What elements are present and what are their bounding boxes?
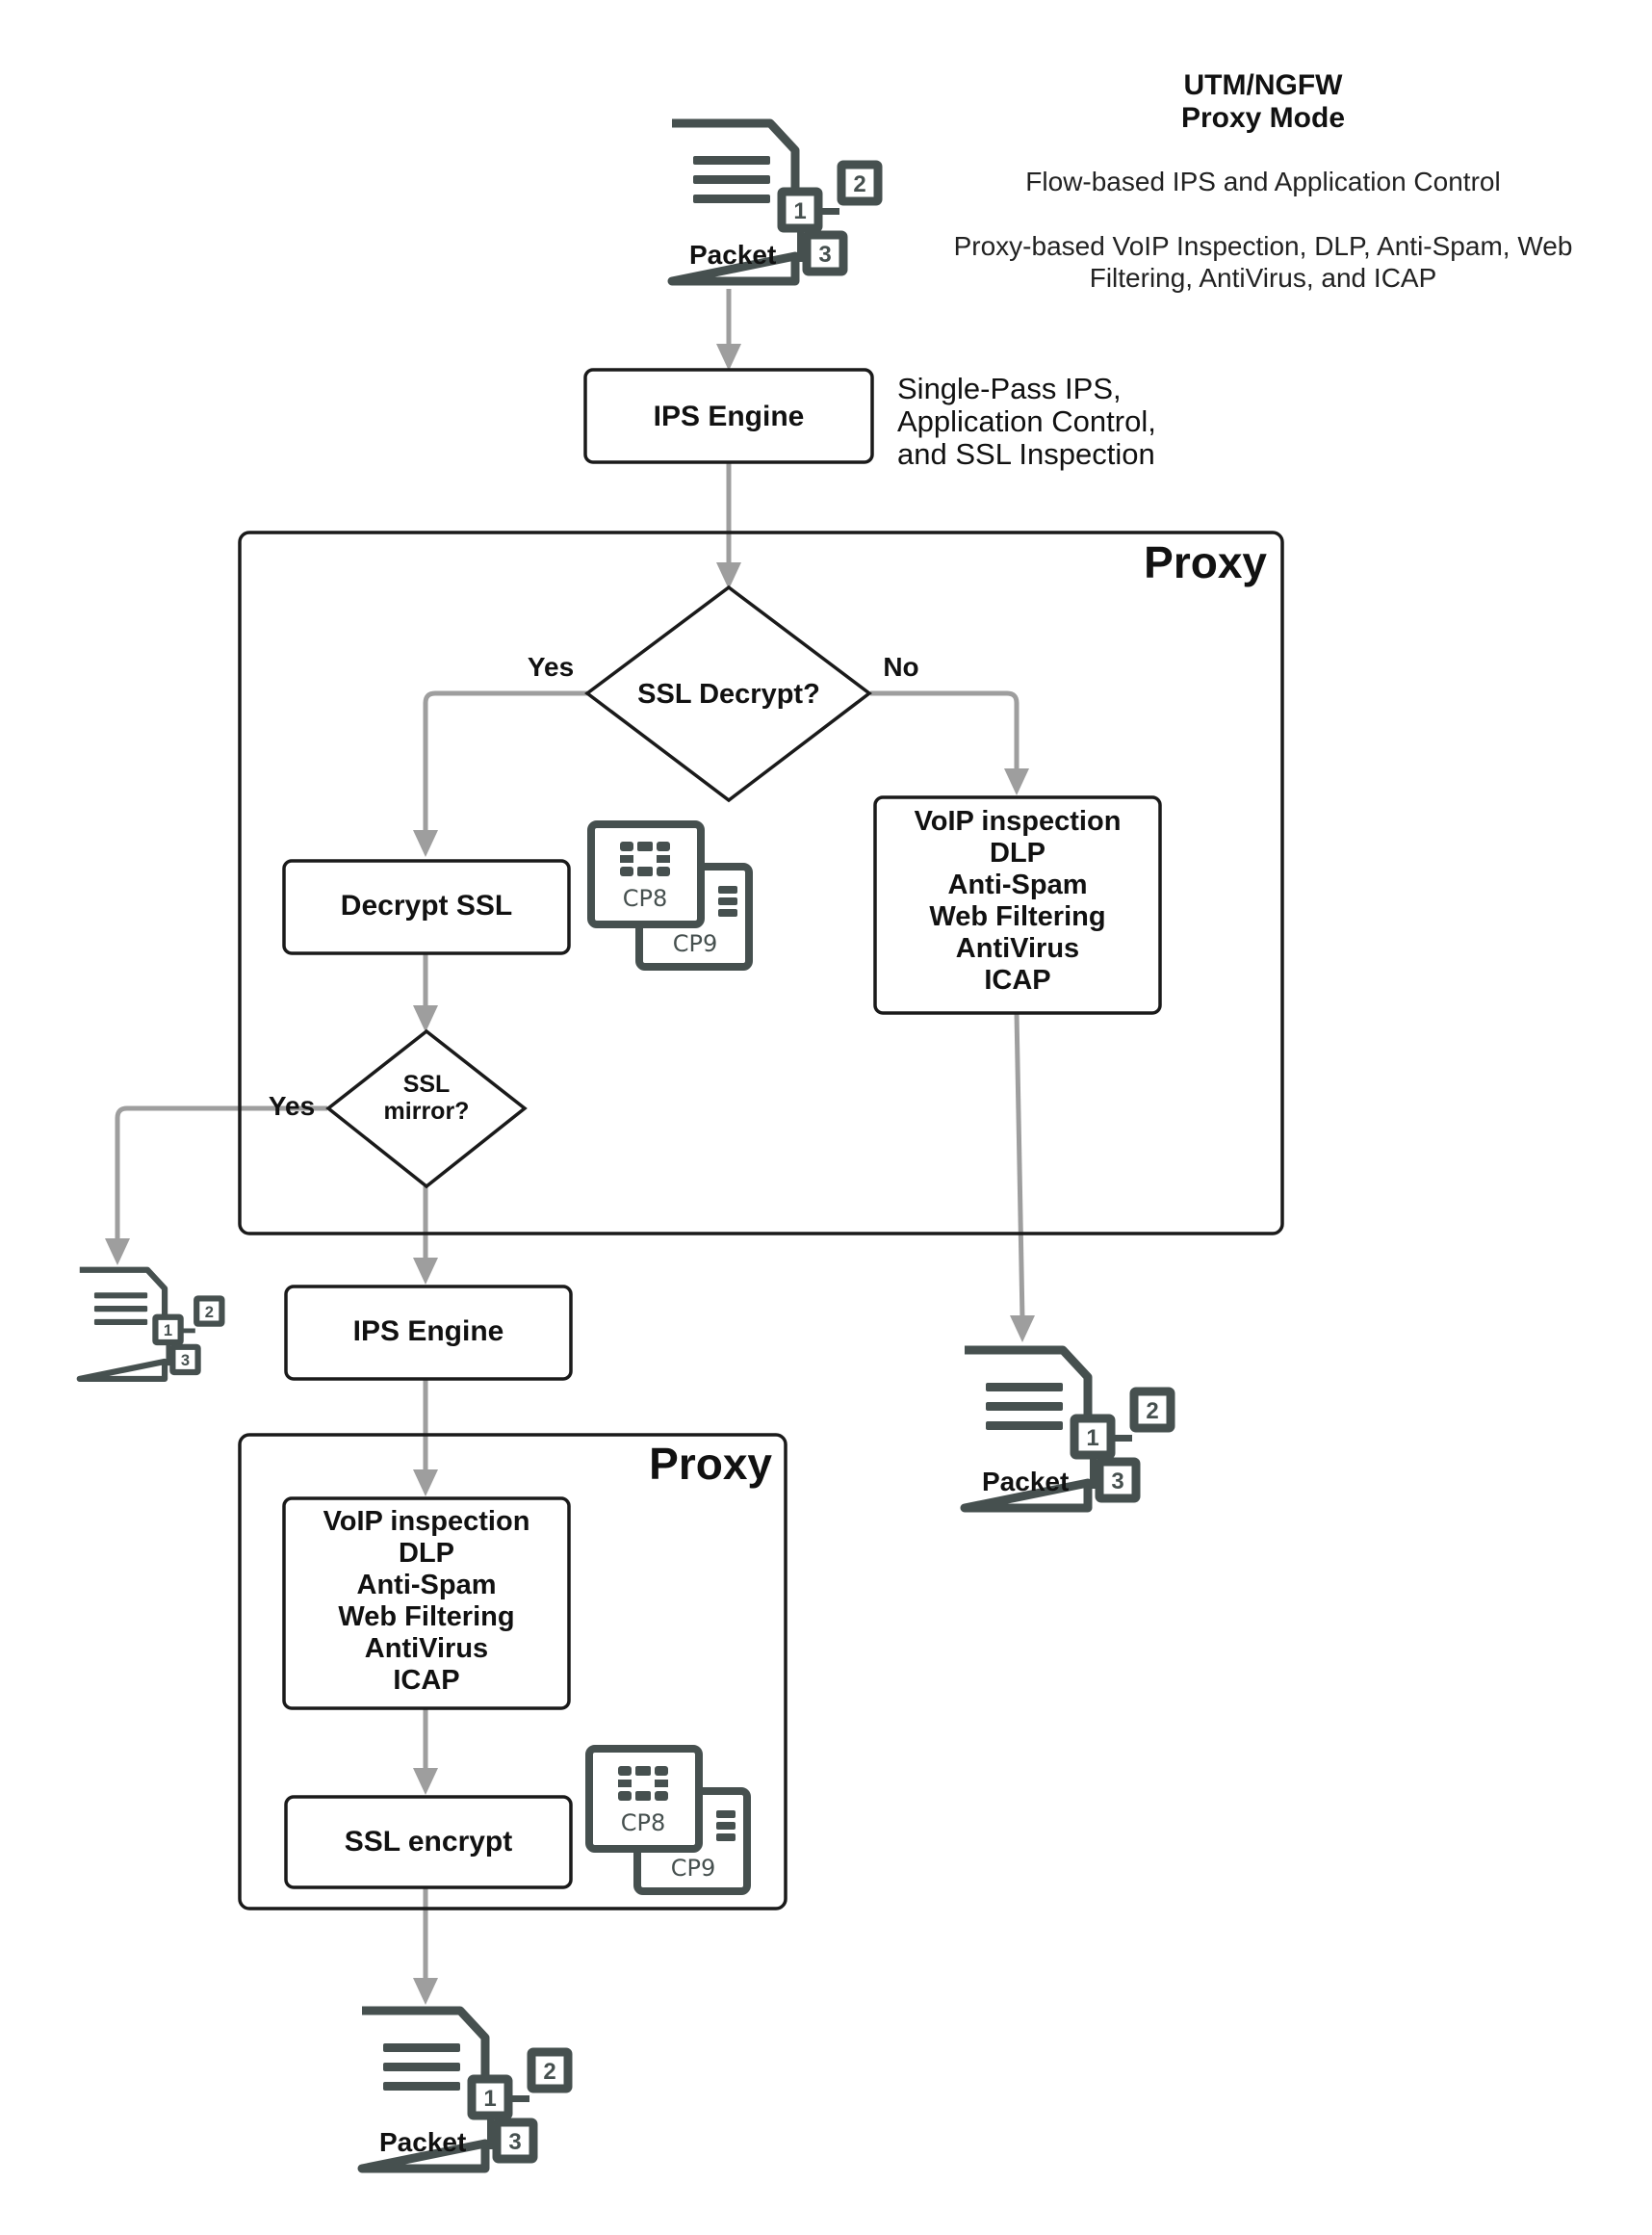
ips-engine-box <box>583 368 874 464</box>
mirror-yes-label: Yes <box>269 1091 315 1121</box>
inspection-item: AntiVirus <box>956 933 1079 964</box>
inspection-item: DLP <box>399 1538 454 1569</box>
no-branch-label: No <box>883 652 918 682</box>
title-line-1: UTM/NGFW <box>1184 69 1344 101</box>
chip-cp8-label: CP8 <box>623 885 668 912</box>
arrowhead <box>413 1005 438 1032</box>
packet-label: Packet <box>689 240 776 270</box>
proxy-inner-frame <box>238 1433 787 1910</box>
inspection-list-right: VoIP inspection DLP Anti-Spam Web Filter… <box>915 806 1122 996</box>
decrypt-ssl-label: Decrypt SSL <box>341 890 512 922</box>
packet-icon-bottom: Packet 1 2 3 <box>362 2011 568 2169</box>
inspection-item: DLP <box>990 838 1045 869</box>
ssl-mirror-decision <box>325 1028 528 1189</box>
connector-yes-to-decrypt <box>423 690 587 836</box>
ips-engine-note-line-3: and SSL Inspection <box>897 437 1155 471</box>
packet-badge-3: 3 <box>818 242 831 268</box>
packet-badge-3: 3 <box>181 1351 190 1369</box>
header: UTM/NGFW Proxy Mode Flow-based IPS and A… <box>954 69 1573 293</box>
inspection-item: AntiVirus <box>365 1633 488 1664</box>
ssl-encrypt-label: SSL encrypt <box>345 1826 513 1858</box>
connector-mirror-to-copy <box>115 1105 327 1242</box>
inspection-item: Web Filtering <box>338 1601 514 1632</box>
arrowhead <box>413 1768 438 1795</box>
title-line-2: Proxy Mode <box>1181 102 1345 134</box>
ips-engine-label: IPS Engine <box>654 401 805 432</box>
packet-label: Packet <box>982 1467 1069 1496</box>
ips-engine-top: IPS Engine Single-Pass IPS, Application … <box>583 368 1156 471</box>
decrypt-ssl-box <box>282 859 571 955</box>
chip-cp9-label: CP9 <box>673 930 718 957</box>
ips-engine-note-line-2: Application Control, <box>897 404 1156 438</box>
proxy-note-line-1: Proxy-based VoIP Inspection, DLP, Anti-S… <box>954 231 1573 261</box>
inspection-box-inner <box>282 1496 571 1710</box>
packet-badge-1: 1 <box>793 198 806 224</box>
arrowhead <box>1004 768 1029 795</box>
proxy-outer-frame <box>238 531 1284 1235</box>
packet-badge-2: 2 <box>1146 1398 1158 1424</box>
proxy-note-line-2: Filtering, AntiVirus, and ICAP <box>1090 263 1437 293</box>
flow-connectors <box>105 289 1035 2005</box>
packet-badge-1: 1 <box>1086 1425 1098 1451</box>
proxy-outer: Proxy SSL Decrypt? Yes No Decrypt SSL CP… <box>238 531 1284 1235</box>
packet-icon-mirror: 1 2 3 <box>80 1270 222 1379</box>
connector-no-to-inspection <box>870 690 1020 772</box>
packet-icon-top: Packet 1 2 3 <box>672 123 878 281</box>
proxy-inner: Proxy VoIP inspection DLP Anti-Spam Web … <box>238 1433 787 1910</box>
ssl-decrypt-label: SSL Decrypt? <box>637 679 820 710</box>
ssl-decrypt-decision <box>584 585 872 803</box>
ssl-mirror-label-line-2: mirror? <box>384 1098 470 1125</box>
flow-note: Flow-based IPS and Application Control <box>1025 167 1500 196</box>
arrowhead <box>716 344 741 371</box>
arrowhead <box>413 1469 438 1496</box>
ssl-encrypt-box <box>284 1795 573 1889</box>
proxy-outer-label: Proxy <box>1144 537 1267 587</box>
packet-badge-2: 2 <box>853 171 865 197</box>
ips-engine-bottom: IPS Engine <box>284 1285 573 1381</box>
ssl-mirror-label-line-1: SSL <box>403 1071 451 1098</box>
ips-engine-bottom-label: IPS Engine <box>353 1315 504 1347</box>
yes-branch-label: Yes <box>528 652 574 682</box>
proxy-inner-label: Proxy <box>649 1439 772 1489</box>
packet-badge-2: 2 <box>543 2059 555 2085</box>
arrowhead <box>413 830 438 857</box>
chip-pair-lower: CP8 CP9 <box>589 1749 747 1891</box>
packet-badge-1: 1 <box>164 1321 172 1339</box>
arrowhead <box>716 562 741 589</box>
ips-engine-bottom-box <box>284 1285 573 1381</box>
inspection-item: ICAP <box>984 965 1050 996</box>
arrowhead <box>413 1258 438 1285</box>
chip-cp9-label: CP9 <box>671 1855 716 1882</box>
arrowhead <box>105 1238 130 1265</box>
packet-badge-1: 1 <box>483 2086 496 2112</box>
chip-pair-upper: CP8 CP9 <box>591 824 749 967</box>
inspection-item: ICAP <box>393 1665 459 1696</box>
inspection-box-right <box>873 795 1162 1015</box>
inspection-item: Anti-Spam <box>357 1570 497 1600</box>
chip-cp8-label: CP8 <box>621 1809 666 1836</box>
packet-label: Packet <box>379 2127 466 2157</box>
inspection-item: VoIP inspection <box>915 806 1122 837</box>
inspection-list-inner: VoIP inspection DLP Anti-Spam Web Filter… <box>323 1506 530 1696</box>
packet-icon-right: Packet 1 2 3 <box>965 1350 1171 1508</box>
connector-inspection-to-packet <box>1014 1012 1025 1320</box>
ips-engine-note-line-1: Single-Pass IPS, <box>897 372 1122 405</box>
arrowhead <box>1010 1315 1035 1342</box>
packet-badge-3: 3 <box>508 2129 521 2155</box>
inspection-item: Anti-Spam <box>948 870 1088 900</box>
arrowhead <box>413 1978 438 2005</box>
inspection-item: Web Filtering <box>929 901 1105 932</box>
packet-badge-3: 3 <box>1111 1468 1123 1494</box>
inspection-item: VoIP inspection <box>323 1506 530 1537</box>
packet-badge-2: 2 <box>205 1303 214 1321</box>
